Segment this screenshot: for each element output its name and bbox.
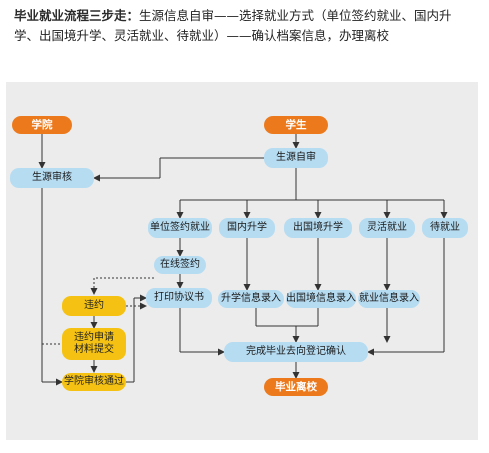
node-linghuo-jiuye: 灵活就业 (359, 218, 415, 238)
node-zaixian-qianyue: 在线签约 (154, 256, 206, 274)
flowchart-connectors (38, 134, 448, 386)
node-wancheng-dengji: 完成毕业去向登记确认 (224, 342, 368, 362)
node-dayin-xieyishu: 打印协议书 (146, 288, 212, 308)
node-chuguojing-luru: 出国境信息录入 (286, 290, 356, 308)
node-xueyuan: 学院 (12, 116, 72, 134)
node-chuguojing-shengxue: 出国境升学 (284, 218, 352, 238)
node-biye-lixiao: 毕业离校 (264, 378, 328, 396)
node-dai-jiuye: 待就业 (422, 218, 468, 238)
weiyue-shenqing-line2: 材料提交 (74, 344, 114, 355)
node-shengyuan-zishen: 生源自审 (264, 148, 328, 168)
node-weiyue: 违约 (62, 296, 126, 316)
node-xuesheng: 学生 (264, 116, 328, 134)
weiyue-shenqing-line1: 违约申请 (74, 332, 114, 343)
node-guonei-shengxue: 国内升学 (219, 218, 275, 238)
page-heading: 毕业就业流程三步走：生源信息自审——选择就业方式（单位签约就业、国内升学、出国境… (14, 6, 476, 46)
node-jiuye-luru: 就业信息录入 (358, 290, 420, 308)
heading-text: 生源信息自审——选择就业方式（单位签约就业、国内升学、出国境升学、灵活就业、待就… (14, 8, 452, 43)
node-shengyuan-shenhe: 生源审核 (10, 168, 94, 188)
node-xueyuan-tongguo: 学院审核通过 (62, 373, 126, 391)
flowchart-panel: 学院 学生 生源自审 生源审核 单位签约就业 国内升学 出国境升学 灵活就业 待… (6, 82, 478, 440)
heading-lead: 毕业就业流程三步走： (14, 8, 140, 23)
node-danwei-qianyue: 单位签约就业 (148, 218, 212, 238)
node-shengxue-luru: 升学信息录入 (218, 290, 284, 308)
node-weiyue-shenqing: 违约申请 材料提交 (62, 328, 126, 360)
